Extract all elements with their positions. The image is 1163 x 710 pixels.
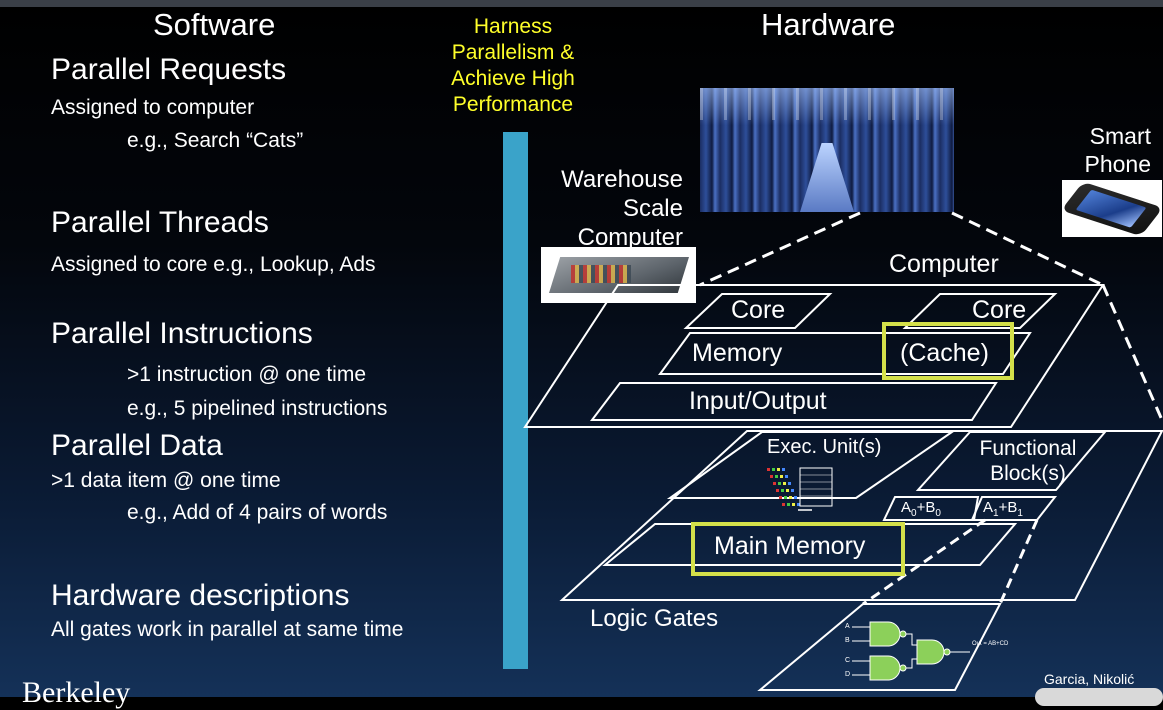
and-gate-output — [916, 639, 945, 665]
functional-block-label: Functional Block(s) — [963, 436, 1093, 486]
parallel-data-line1: >1 data item @ one time — [51, 469, 281, 492]
gate-input-b: B — [845, 637, 850, 644]
a0b0-plus: +B — [916, 499, 936, 516]
berkeley-logo: Berkeley — [22, 676, 131, 709]
a1b1-label: A1+B1 — [983, 500, 1023, 519]
parallelism-bar — [503, 132, 528, 669]
memory-label: Memory — [692, 339, 783, 367]
datacenter-photo — [700, 88, 954, 212]
gate-input-a: A — [845, 623, 850, 630]
main-memory-label: Main Memory — [714, 532, 866, 560]
pipeline-chart — [767, 467, 833, 511]
a1b1-a-sub: 1 — [993, 508, 999, 519]
server-photo — [541, 247, 696, 303]
a1b1-a: A — [983, 499, 994, 516]
cache-label: (Cache) — [900, 339, 989, 367]
harness-line2: Parallelism & — [451, 41, 575, 64]
core2-label: Core — [972, 296, 1027, 324]
cache-highlight — [882, 322, 1014, 380]
hardware-descriptions-heading: Hardware descriptions — [51, 579, 350, 612]
computer-layer — [523, 284, 1105, 428]
a1b1-b-sub: 1 — [1017, 508, 1023, 519]
smartphone-photo — [1060, 180, 1163, 237]
datacenter-ceiling-lights — [700, 88, 954, 120]
parallel-threads-heading: Parallel Threads — [51, 206, 269, 239]
top-bar — [0, 0, 1163, 7]
hardware-descriptions-line1: All gates work in parallel at same time — [51, 618, 404, 641]
connector-dash-right — [951, 211, 1104, 287]
parallel-data-heading: Parallel Data — [51, 429, 223, 462]
smart-phone-line1: Smart — [1089, 123, 1151, 149]
logic-gates-layer — [757, 603, 1002, 691]
parallel-instructions-heading: Parallel Instructions — [51, 317, 313, 350]
harness-line4: Performance — [452, 93, 574, 116]
connector-dash-left — [699, 211, 861, 287]
core1-box — [683, 293, 833, 329]
warehouse-label: Warehouse Scale Computer — [533, 165, 683, 252]
harness-line1: Harness — [473, 15, 553, 38]
connector-dash-gates-left — [862, 518, 986, 606]
gate-input-c: C — [845, 657, 850, 664]
functional-block-line1: Functional — [979, 437, 1077, 460]
smart-phone-label: Smart Phone — [1071, 122, 1151, 178]
functional-block-line2: Block(s) — [990, 462, 1066, 485]
core1-label: Core — [731, 296, 786, 324]
core2-box — [902, 293, 1058, 329]
software-title: Software — [153, 7, 276, 42]
warehouse-line1: Warehouse — [561, 166, 683, 193]
parallel-requests-heading: Parallel Requests — [51, 53, 287, 86]
parallel-requests-line2: e.g., Search “Cats” — [127, 129, 304, 152]
hardware-title: Hardware — [761, 7, 896, 42]
main-memory-highlight — [691, 522, 905, 576]
a0b0-b-sub: 0 — [935, 508, 941, 519]
exec-unit-box — [666, 431, 956, 499]
gate-output-label: Out = AB+CD — [972, 641, 1009, 647]
exec-unit-label: Exec. Unit(s) — [767, 436, 882, 458]
io-box — [589, 382, 998, 421]
a1b1-plus: +B — [998, 499, 1018, 516]
parallel-instructions-line1: >1 instruction @ one time — [127, 363, 367, 386]
gate-input-d: D — [845, 671, 850, 678]
logic-gates-label: Logic Gates — [590, 605, 719, 632]
and-gate-bottom — [869, 655, 901, 681]
harness-line3: Achieve High — [451, 67, 575, 90]
parallel-threads-line1: Assigned to core e.g., Lookup, Ads — [51, 253, 376, 276]
and-gate-top — [869, 621, 901, 647]
warehouse-line2: Scale — [622, 195, 683, 222]
functional-block-box — [915, 431, 1108, 491]
warehouse-line3: Computer — [577, 224, 683, 251]
logic-gate-circuit: A B C D Out = AB+CD — [845, 621, 1009, 681]
parallel-data-line2: e.g., Add of 4 pairs of words — [127, 501, 388, 524]
smart-phone-line2: Phone — [1084, 151, 1151, 177]
a0b0-a-sub: 0 — [911, 508, 917, 519]
io-label: Input/Output — [689, 387, 827, 415]
harness-text: Harness Parallelism & Achieve High Perfo… — [433, 14, 593, 118]
memory-box — [658, 332, 1032, 375]
server-chassis — [549, 257, 689, 293]
connector-dash-core-right — [1101, 284, 1163, 421]
connector-dash-gates-right — [998, 519, 1039, 605]
computer-label: Computer — [889, 250, 999, 278]
a0b0-a: A — [901, 499, 912, 516]
parallel-requests-line1: Assigned to computer — [51, 96, 255, 119]
a0b0-label: A0+B0 — [901, 500, 941, 519]
cc-license-icon — [1035, 688, 1163, 706]
credit-text: Garcia, Nikolić — [1044, 671, 1135, 687]
parallel-instructions-line2: e.g., 5 pipelined instructions — [127, 397, 388, 420]
